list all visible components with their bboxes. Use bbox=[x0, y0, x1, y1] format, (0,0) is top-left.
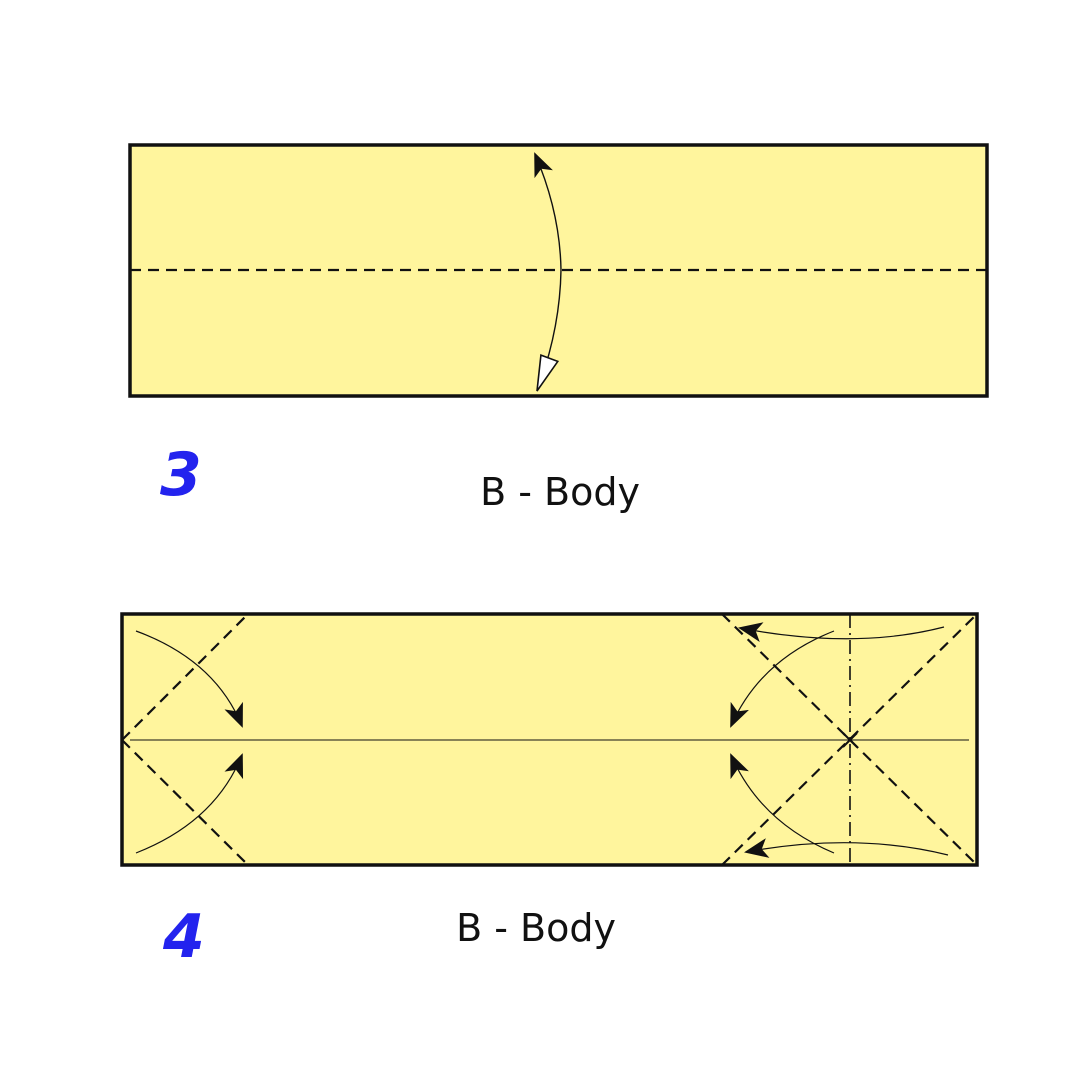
step-4-left-top-arrow bbox=[135, 630, 243, 728]
step-3-unfold-arrow-down bbox=[536, 269, 562, 392]
step-4-right-top-outer-arrow bbox=[738, 622, 945, 642]
step-4-left-bottom-valley-fold bbox=[121, 739, 249, 866]
step-3-fold-arrow-up bbox=[534, 152, 562, 271]
step-4-label: B - Body bbox=[456, 906, 616, 950]
step-3-diagram bbox=[128, 143, 989, 398]
step-4-left-bottom-arrow bbox=[135, 753, 244, 854]
step-4-diagram bbox=[120, 612, 979, 867]
step-4-number: 4 bbox=[162, 902, 205, 972]
step-4-left-top-valley-fold bbox=[121, 613, 249, 741]
step-4-center-point bbox=[842, 732, 858, 748]
step-3-number: 3 bbox=[160, 440, 202, 510]
step-3-label: B - Body bbox=[480, 470, 640, 514]
step-4-right-diagonal-1 bbox=[721, 613, 978, 866]
step-4-right-bottom-outer-arrow bbox=[744, 838, 949, 858]
step-4-right-bottom-inner-arrow bbox=[730, 753, 835, 854]
step-4-right-diagonal-2 bbox=[721, 613, 978, 866]
